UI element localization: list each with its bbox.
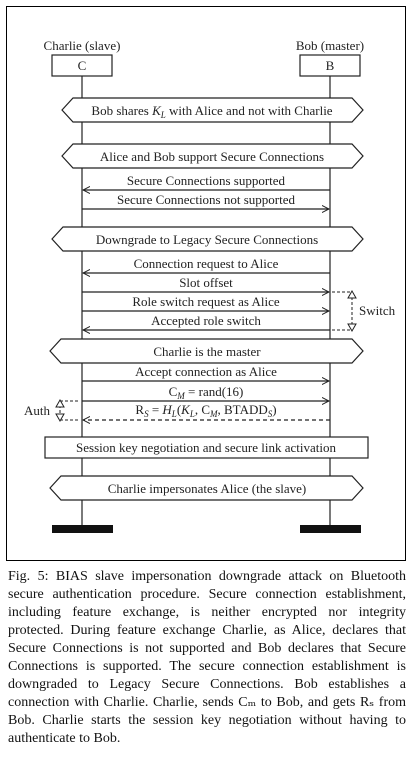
auth-bracket [55, 398, 80, 423]
message-rs-label: RS = HL(KL, CM, BTADDS) [135, 402, 276, 419]
session-key-box-text: Session key negotiation and secure link … [76, 440, 336, 455]
message-sc-supported-label: Secure Connections supported [127, 173, 286, 188]
participant-right-short: B [326, 58, 335, 73]
banner-downgrade [51, 226, 364, 252]
banner-secure-connections-text: Alice and Bob support Secure Connections [100, 149, 324, 164]
auth-label: Auth [24, 403, 51, 418]
lifeline-left-end [52, 525, 113, 533]
participant-left-name: Charlie (slave) [44, 38, 121, 53]
banner-secure-connections [61, 143, 364, 169]
lifeline-right-end [300, 525, 361, 533]
message-connection-request-label: Connection request to Alice [134, 256, 279, 271]
participant-left-short: C [78, 58, 87, 73]
message-role-switch-label: Role switch request as Alice [132, 294, 280, 309]
figure-caption: Fig. 5: BIAS slave impersonation downgra… [8, 569, 406, 746]
message-accepted-role-switch-label: Accepted role switch [151, 313, 261, 328]
message-slot-offset-label: Slot offset [179, 275, 233, 290]
diagram-frame [6, 6, 406, 561]
banner-charlie-master-text: Charlie is the master [153, 344, 261, 359]
message-accept-connection-label: Accept connection as Alice [135, 364, 277, 379]
switch-label: Switch [359, 303, 396, 318]
participant-right-name: Bob (master) [296, 38, 364, 53]
banner-impersonation [49, 475, 364, 501]
banner-charlie-master [49, 338, 364, 364]
banner-shared-key-text: Bob shares KL with Alice and not with Ch… [91, 103, 332, 120]
message-sc-not-supported-label: Secure Connections not supported [117, 192, 295, 207]
switch-bracket [332, 289, 357, 333]
banner-downgrade-text: Downgrade to Legacy Secure Connections [96, 232, 318, 247]
message-cm-label: CM = rand(16) [169, 384, 244, 401]
banner-shared-key [61, 97, 364, 123]
session-key-box [44, 436, 369, 459]
banner-impersonation-text: Charlie impersonates Alice (the slave) [108, 481, 307, 496]
